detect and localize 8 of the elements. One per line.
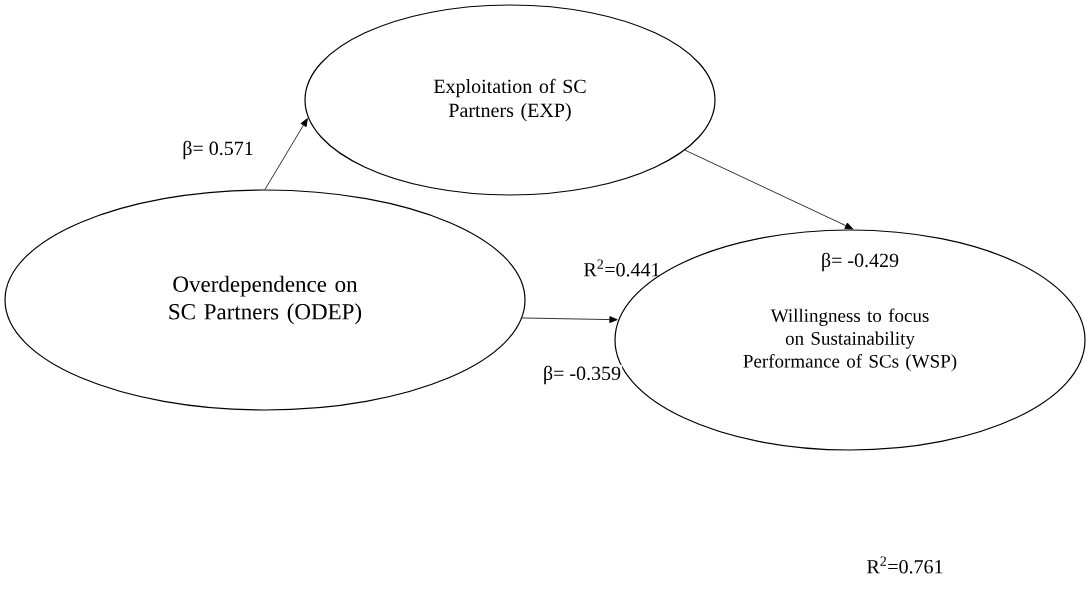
r-squared-label: R$^{2}$=0.441 bbox=[584, 259, 660, 277]
path-coefficient: β= 0.571 bbox=[181, 139, 255, 161]
r-squared-label: R$^{2}$=0.761 bbox=[867, 556, 943, 574]
arrow bbox=[684, 149, 854, 230]
path-coefficient: β= -0.359 bbox=[541, 364, 623, 386]
arrow bbox=[521, 316, 618, 323]
path-coefficient: β= -0.429 bbox=[819, 251, 901, 273]
arrow bbox=[264, 118, 308, 190]
